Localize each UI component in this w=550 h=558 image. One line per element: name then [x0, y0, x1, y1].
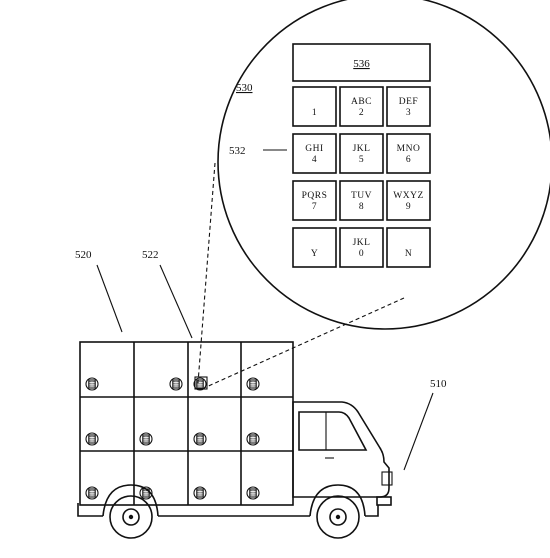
key-letters: WXYZ: [393, 191, 424, 201]
chassis-line: [77, 503, 379, 517]
key-letters: PQRS: [302, 191, 328, 201]
key-digit: N: [405, 249, 412, 259]
keypad-icon: [193, 377, 207, 391]
key-outline: [339, 86, 384, 127]
label-510: 510: [430, 378, 447, 390]
key-letters: GHI: [305, 144, 323, 154]
key-outline: [292, 227, 337, 268]
selected-locker-keypad: [194, 376, 208, 390]
callout-circle: [217, 0, 550, 330]
keypad-key: Y: [292, 227, 337, 268]
keypad-icon: [193, 486, 207, 500]
keypad-key: 1: [292, 86, 337, 127]
rear-wheel-icon: [109, 495, 153, 539]
delivery-truck: [77, 341, 393, 539]
key-digit: 5: [359, 155, 364, 165]
locker-grid: [80, 342, 293, 505]
keypad-icon: [193, 432, 207, 446]
keypad-icon: [246, 377, 260, 391]
key-outline: [386, 227, 431, 268]
keypad-callout: 536 1ABC2DEF3GHI4JKL5MNO6PQRS7TUV8WXYZ9Y…: [217, 0, 550, 330]
key-digit: 6: [406, 155, 411, 165]
key-digit: 8: [359, 202, 364, 212]
keypad-icon: [169, 377, 183, 391]
key-letters: TUV: [351, 191, 372, 201]
front-wheel-arch: [309, 484, 366, 517]
keypad-icon: [85, 432, 99, 446]
leader-510: [403, 392, 434, 471]
label-530: 530: [236, 82, 253, 94]
truck-cab: [292, 401, 390, 498]
keypad-icon: [139, 432, 153, 446]
front-bumper: [376, 496, 392, 506]
key-outline: [386, 180, 431, 221]
leader-520: [96, 264, 123, 333]
key-digit: 7: [312, 202, 317, 212]
projection-line-right: [203, 297, 405, 389]
label-522: 522: [142, 249, 159, 261]
keypad-icon: [246, 432, 260, 446]
front-wheel-icon: [316, 495, 360, 539]
keypad-icon: [85, 377, 99, 391]
key-letters: JKL: [353, 144, 371, 154]
cargo-box: [79, 341, 294, 506]
key-letters: MNO: [397, 144, 421, 154]
key-outline: [386, 133, 431, 174]
key-digit: 9: [406, 202, 411, 212]
keypad-icon: [246, 486, 260, 500]
key-outline: [292, 86, 337, 127]
key-digit: 3: [406, 108, 411, 118]
key-letters: JKL: [353, 238, 371, 248]
label-532: 532: [229, 145, 246, 157]
label-520: 520: [75, 249, 92, 261]
callout-projection: [197, 162, 405, 389]
key-letters: ABC: [351, 97, 372, 107]
projection-line-left: [197, 162, 216, 384]
key-digit: 0: [359, 249, 364, 259]
headlight: [381, 471, 393, 486]
key-letters: DEF: [399, 97, 418, 107]
rear-wheel-arch: [102, 484, 159, 517]
keypad-icon: [85, 486, 99, 500]
cab-window: [298, 411, 368, 451]
keypad-key: N: [386, 227, 431, 268]
key-digit: 1: [312, 108, 317, 118]
key-outline: [292, 133, 337, 174]
key-digit: Y: [311, 249, 318, 259]
key-outline: [339, 133, 384, 174]
keypad-keys: 1ABC2DEF3GHI4JKL5MNO6PQRS7TUV8WXYZ9YJKL0…: [292, 86, 431, 268]
keypad-display: [292, 43, 431, 82]
key-outline: [292, 180, 337, 221]
keypad-icon: [139, 486, 153, 500]
key-outline: [339, 227, 384, 268]
key-digit: 4: [312, 155, 317, 165]
key-outline: [386, 86, 431, 127]
key-digit: 2: [359, 108, 364, 118]
key-outline: [339, 180, 384, 221]
leader-522: [159, 264, 193, 339]
label-536: 536: [353, 58, 370, 70]
